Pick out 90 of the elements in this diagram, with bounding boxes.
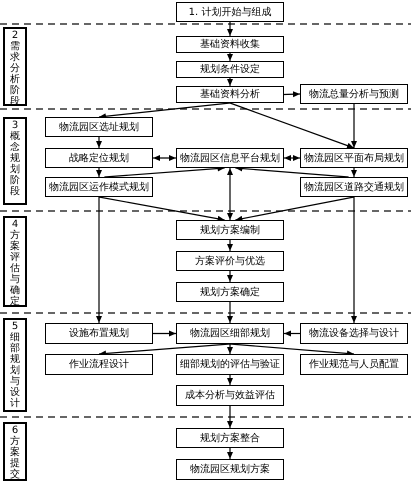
phase-name: 概念规划阶段 <box>10 131 20 197</box>
arrow <box>153 330 176 336</box>
arrow <box>153 155 176 161</box>
step-label: 设施布置规划 <box>69 328 129 339</box>
process-box <box>176 385 284 406</box>
arrow <box>284 91 300 98</box>
arrow <box>227 240 233 251</box>
arrow <box>98 102 230 120</box>
arrow <box>284 155 300 161</box>
phase-box <box>3 27 27 106</box>
process-box <box>176 251 284 271</box>
process-box <box>176 428 284 448</box>
phase-number: 4 <box>12 219 18 230</box>
step-label: 物流园区平面布局规划 <box>304 152 404 164</box>
arrow <box>227 344 233 354</box>
phase-box <box>3 117 27 205</box>
step-label: 基础资料分析 <box>200 89 260 100</box>
step-label: 物流园区运作模式规划 <box>49 182 149 192</box>
arrow <box>284 330 300 336</box>
step-label: 规划方案编制 <box>200 224 260 236</box>
step-label: 物流总量分析与预测 <box>309 88 399 100</box>
arrow <box>96 197 102 323</box>
arrow <box>351 197 357 323</box>
arrow <box>98 196 225 222</box>
arrow <box>227 375 233 385</box>
step-label: 规划方案整合 <box>200 432 260 444</box>
step-label: 物流园区信息平台规划 <box>180 152 280 164</box>
arrow <box>227 53 233 61</box>
process-box <box>176 220 284 240</box>
step-label: 物流园区细部规划 <box>190 328 270 339</box>
arrow <box>227 302 233 323</box>
phase-name: 细部规划与设计 <box>10 332 20 409</box>
step-label: 作业规范与人员配置 <box>309 359 399 370</box>
step-label: 物流园区选址规划 <box>59 122 139 132</box>
arrow <box>227 168 233 220</box>
process-box <box>300 148 408 168</box>
process-box <box>300 177 408 197</box>
step-label: 细部规划的评估与验证 <box>180 359 280 370</box>
process-box <box>176 459 284 480</box>
process-box <box>176 148 284 168</box>
process-box <box>45 177 153 197</box>
process-box <box>176 354 284 375</box>
arrow <box>230 102 354 149</box>
arrow <box>96 137 102 148</box>
process-box <box>45 117 153 137</box>
process-box <box>176 36 284 53</box>
process-box <box>300 323 408 344</box>
phase-box <box>3 422 27 481</box>
arrow <box>227 406 233 428</box>
process-box <box>45 354 153 375</box>
arrow <box>230 343 354 356</box>
process-box <box>176 282 284 302</box>
phase-box <box>3 318 27 412</box>
arrow <box>351 104 357 148</box>
process-box <box>176 323 284 344</box>
arrow <box>227 22 233 36</box>
arrow <box>351 168 357 177</box>
step-label: 战略定位规划 <box>69 152 129 164</box>
arrow <box>104 166 225 178</box>
step-label: 规划方案确定 <box>200 286 260 298</box>
process-box <box>176 86 284 103</box>
process-box <box>300 84 408 104</box>
process-box <box>300 354 408 375</box>
process-box <box>45 323 153 344</box>
arrow <box>235 166 349 178</box>
phase-number: 3 <box>12 120 18 131</box>
arrow <box>96 168 102 177</box>
step-label: 物流园区规划方案 <box>190 464 270 475</box>
arrow <box>98 343 230 356</box>
arrow <box>227 271 233 282</box>
process-box <box>45 148 153 168</box>
phase-box <box>3 216 27 307</box>
phase-number: 5 <box>12 321 18 332</box>
process-box <box>176 61 284 78</box>
phase-name: 方案评估与确定 <box>10 230 20 307</box>
step-label: 基础资料收集 <box>200 39 260 50</box>
phase-number: 6 <box>12 425 18 436</box>
step-label: 1. 计划开始与组成 <box>188 6 272 18</box>
phase-name: 方案提交 <box>10 436 20 480</box>
step-label: 物流园区道路交通规划 <box>304 182 404 192</box>
process-box <box>176 2 284 22</box>
phase-number: 2 <box>12 30 18 41</box>
step-label: 作业流程设计 <box>69 359 129 370</box>
step-label: 成本分析与效益评估 <box>185 390 275 401</box>
arrow <box>227 78 233 86</box>
step-label: 物流设备选择与设计 <box>309 328 399 339</box>
step-label: 方案评价与优选 <box>195 256 265 266</box>
arrow <box>227 448 233 459</box>
step-label: 规划条件设定 <box>200 64 260 75</box>
arrow <box>235 196 354 222</box>
